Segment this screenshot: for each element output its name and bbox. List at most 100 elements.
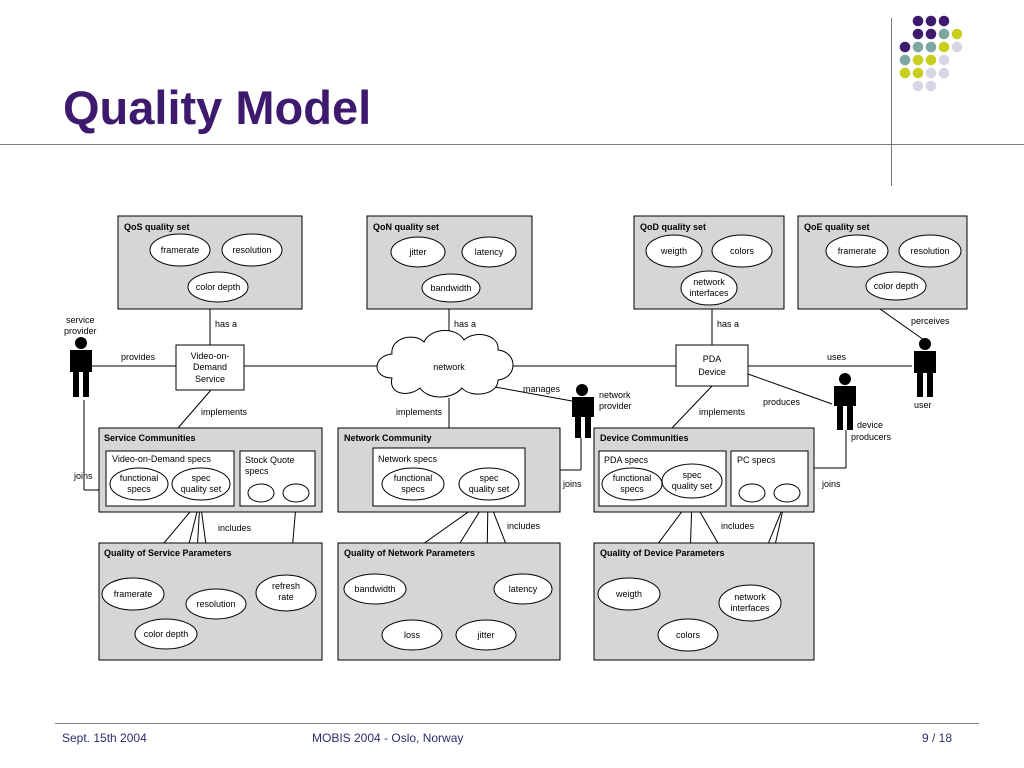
decor-dot <box>925 80 937 92</box>
net-functional-line2: specs <box>401 484 425 494</box>
qod-param-network-line1: network <box>734 592 766 602</box>
qon-jitter: jitter <box>408 247 426 257</box>
label-joins-1: joins <box>73 471 93 481</box>
qos-quality-set-title: QoS quality set <box>124 222 190 232</box>
qoe-quality-set-title: QoE quality set <box>804 222 870 232</box>
net-spec-quality-line2: quality set <box>469 484 510 494</box>
footer-event: MOBIS 2004 - Oslo, Norway <box>312 731 464 745</box>
vod-service-line3: Service <box>195 374 225 384</box>
label-joins-3: joins <box>821 479 841 489</box>
user-label: user <box>914 400 932 410</box>
label-implements-3: implements <box>699 407 746 417</box>
decor-dot <box>912 54 924 66</box>
qos-parameters-title: Quality of Service Parameters <box>104 548 232 558</box>
decor-dot <box>899 67 911 79</box>
label-manages: manages <box>523 384 561 394</box>
device-producers-line2: producers <box>851 432 892 442</box>
vertical-divider <box>891 18 892 186</box>
decor-dot <box>938 15 950 27</box>
svc-spec-quality-line2: quality set <box>181 484 222 494</box>
decor-dot <box>938 67 950 79</box>
net-functional-line1: functional <box>394 473 433 483</box>
label-includes-2: includes <box>507 521 541 531</box>
device-communities: Device Communities PDA specs functional … <box>593 427 815 513</box>
qon-quality-set: QoN quality set jitter latency bandwidth <box>366 215 533 310</box>
label-includes-3: includes <box>721 521 755 531</box>
dev-spec-quality-line1: spec <box>682 470 702 480</box>
svc-functional-line1: functional <box>120 473 159 483</box>
decor-dot <box>938 54 950 66</box>
qoe-framerate: framerate <box>838 246 877 256</box>
qod-param-network-line2: interfaces <box>730 603 770 613</box>
network-specs-label: Network specs <box>378 454 438 464</box>
decor-dot <box>925 54 937 66</box>
relation-labels: has a has a has a provides uses perceive… <box>73 316 950 533</box>
service-communities-title: Service Communities <box>104 433 196 443</box>
footer-date: Sept. 15th 2004 <box>62 731 147 745</box>
label-implements-2: implements <box>396 407 443 417</box>
decor-dot <box>951 41 963 53</box>
label-perceives: perceives <box>911 316 950 326</box>
qos-param-color-depth: color depth <box>144 629 189 639</box>
qos-param-framerate: framerate <box>114 589 153 599</box>
qod-quality-set: QoD quality set weigth colors network in… <box>633 215 785 310</box>
network-community: Network Community Network specs function… <box>337 427 561 513</box>
pc-specs-label: PC specs <box>737 455 776 465</box>
decor-dot <box>912 28 924 40</box>
decorative-dot-grid <box>899 15 963 92</box>
network-provider-line2: provider <box>599 401 632 411</box>
dev-functional-line1: functional <box>613 473 652 483</box>
qon-param-latency: latency <box>509 584 538 594</box>
decor-dot <box>912 67 924 79</box>
dev-spec-quality-line2: quality set <box>672 481 713 491</box>
qod-quality-set-title: QoD quality set <box>640 222 706 232</box>
decor-dot <box>951 28 963 40</box>
qod-param-weigth: weigth <box>615 589 642 599</box>
qod-colors: colors <box>730 246 755 256</box>
qod-weigth: weigth <box>660 246 687 256</box>
stock-quote-line1: Stock Quote <box>245 455 295 465</box>
decor-dot <box>925 28 937 40</box>
decor-dot <box>899 54 911 66</box>
label-has-a-3: has a <box>717 319 739 329</box>
stock-quote-line2: specs <box>245 466 269 476</box>
label-implements-1: implements <box>201 407 248 417</box>
net-spec-quality-line1: spec <box>479 473 499 483</box>
network-cloud-label: network <box>433 362 465 372</box>
qod-parameters: Quality of Device Parameters weigth colo… <box>593 542 815 661</box>
qos-quality-set: QoS quality set framerate resolution col… <box>117 215 303 310</box>
service-provider-line1: service <box>66 315 95 325</box>
service-provider-line2: provider <box>64 326 97 336</box>
pda-device-line2: Device <box>698 367 726 377</box>
qos-param-refresh-line2: rate <box>278 592 294 602</box>
qod-network-interfaces-line1: network <box>693 277 725 287</box>
user-actor: user <box>914 338 936 410</box>
qos-param-resolution: resolution <box>196 599 235 609</box>
label-uses: uses <box>827 352 847 362</box>
vod-service-line1: Video-on- <box>191 351 230 361</box>
qos-framerate: framerate <box>161 245 200 255</box>
pda-device-node: PDA Device <box>675 344 749 387</box>
network-provider-line1: network <box>599 390 631 400</box>
device-communities-title: Device Communities <box>600 433 689 443</box>
qod-parameters-title: Quality of Device Parameters <box>600 548 725 558</box>
title-divider <box>0 144 1024 145</box>
label-joins-2: joins <box>562 479 582 489</box>
vod-service-node: Video-on- Demand Service <box>175 344 245 391</box>
qoe-quality-set: QoE quality set framerate resolution col… <box>797 215 968 310</box>
pda-device-line1: PDA <box>703 354 722 364</box>
network-provider-actor: network provider <box>572 384 632 438</box>
svc-spec-quality-line1: spec <box>191 473 211 483</box>
quality-model-diagram: QoS quality set framerate resolution col… <box>64 215 968 661</box>
dev-functional-line2: specs <box>620 484 644 494</box>
decor-dot <box>899 41 911 53</box>
pda-specs-label: PDA specs <box>604 455 649 465</box>
service-communities: Service Communities Video-on-Demand spec… <box>98 427 323 513</box>
decor-dot <box>912 41 924 53</box>
network-cloud: network <box>376 330 514 398</box>
service-provider-actor: service provider <box>64 315 97 397</box>
qon-bandwidth: bandwidth <box>430 283 471 293</box>
decor-dot <box>925 15 937 27</box>
qoe-color-depth: color depth <box>874 281 919 291</box>
qos-color-depth: color depth <box>196 282 241 292</box>
